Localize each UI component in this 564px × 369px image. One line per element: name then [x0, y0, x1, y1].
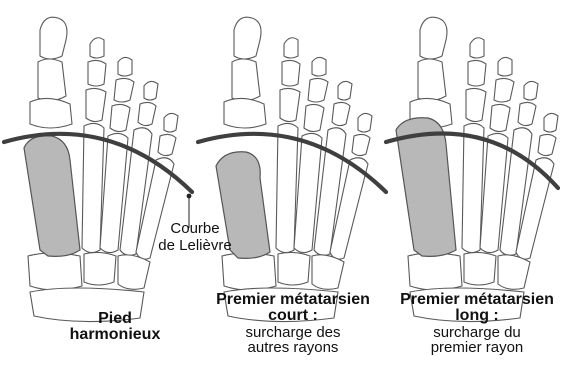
caption-3-title-1: Premier métatarsien [392, 292, 562, 308]
caption-2-sub-1: surcharge des [208, 325, 378, 340]
caption-2-title-1: Premier métatarsien [208, 292, 378, 308]
caption-2-sub-2: autres rayons [208, 340, 378, 355]
caption-panel-3: Premier métatarsien long : surcharge du … [392, 292, 562, 355]
caption-panel-2: Premier métatarsien court : surcharge de… [208, 292, 378, 355]
panel-harmonious [4, 17, 192, 321]
curve-label: Courbe de Lelièvre [150, 221, 240, 254]
curve-label-line-2: de Lelièvre [158, 237, 231, 254]
curve-label-dot [187, 194, 192, 199]
caption-1-title-1: Pied [55, 311, 175, 327]
panel-long-first-metatarsal [386, 17, 558, 321]
curve-label-line-1: Courbe [170, 220, 219, 237]
caption-2-title-2: court : [208, 308, 378, 324]
first-metatarsal-normal [24, 136, 80, 257]
panel-short-first-metatarsal [198, 17, 386, 321]
caption-3-title-2: long : [392, 308, 562, 324]
caption-panel-1: Pied harmonieux [55, 311, 175, 344]
caption-1-title-2: harmonieux [55, 327, 175, 343]
caption-3-sub-1: surcharge du [392, 325, 562, 340]
caption-3-sub-2: premier rayon [392, 340, 562, 355]
